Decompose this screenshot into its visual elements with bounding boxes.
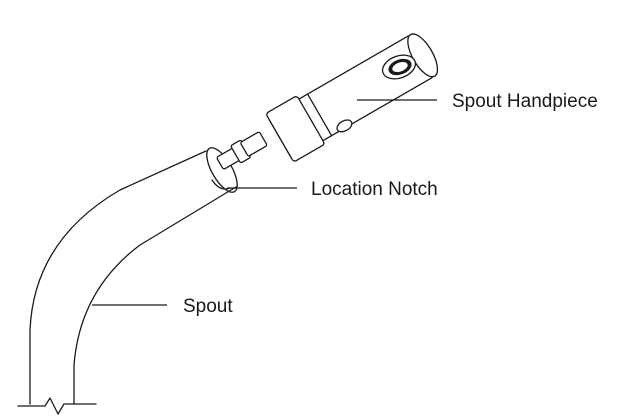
spout-break-line [17, 397, 97, 415]
hose-connector [216, 131, 268, 170]
aerator [381, 54, 417, 80]
location-notch-label: Location Notch [311, 179, 438, 200]
spout-inner-edge [73, 186, 237, 405]
spout-label: Spout [183, 296, 233, 317]
spout-outer-edge [29, 150, 207, 405]
spout-handpiece-label: Spout Handpiece [452, 91, 598, 112]
handpiece-button [336, 119, 353, 133]
spout-handpiece [266, 33, 439, 162]
spout [17, 147, 238, 415]
